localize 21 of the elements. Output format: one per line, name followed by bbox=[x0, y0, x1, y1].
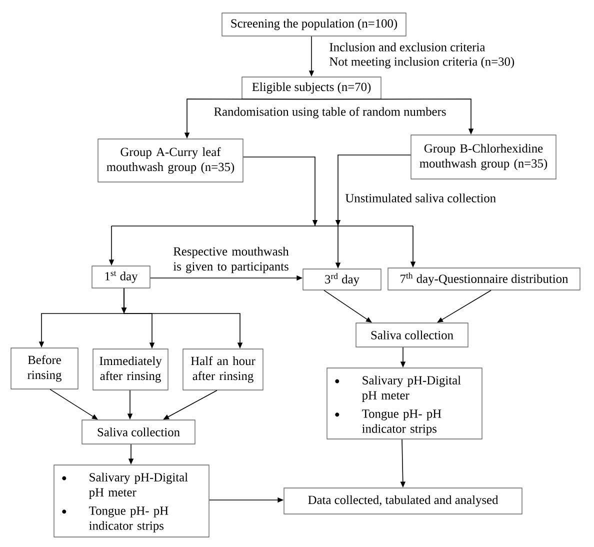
arrow bbox=[242, 156, 318, 226]
process-box: Immediately after rinsing bbox=[92, 348, 168, 390]
process-box: Group B-Chlorhexidine mouthwash group (n=35) bbox=[410, 134, 556, 180]
process-box: Before rinsing bbox=[10, 348, 78, 390]
process-box: 3$^{rd}$ day bbox=[302, 268, 382, 290]
process-box: 1$^{st}$ day bbox=[92, 266, 150, 288]
process-box: Half an hour after rinsing bbox=[182, 348, 264, 390]
edge-label: Inclusion and exclusion criteria bbox=[328, 42, 486, 52]
process-box: Data collected, tabulated and analysed bbox=[284, 488, 522, 514]
process-box: Saliva collection bbox=[356, 322, 468, 348]
annotation-text: Not meeting inclusion criteria (n=30) bbox=[328, 56, 516, 70]
annotation-text: Randomisation using table of random numbers bbox=[212, 106, 448, 120]
annotation-text: Unstimulated saliva collection bbox=[344, 192, 498, 204]
process-box: Screening the population (n=100) bbox=[222, 12, 406, 36]
list-box: Salivary pH-Digital pH meter Tongue pH- pH indicator strips bbox=[326, 368, 482, 440]
process-box: Eligible subjects (n=70) bbox=[242, 76, 382, 100]
process-box: 7$^{th}$ day-Questionnaire distribution bbox=[388, 268, 580, 290]
edge-label: Respective mouthwash is given to participants bbox=[170, 246, 292, 274]
list-box: Salivary pH-Digital pH meter Tongue pH- pH indicator strips bbox=[54, 464, 210, 538]
process-box: Group A-Curry leaf mouthwash group (n=35) bbox=[98, 138, 244, 182]
process-box: Saliva collection bbox=[82, 420, 196, 444]
